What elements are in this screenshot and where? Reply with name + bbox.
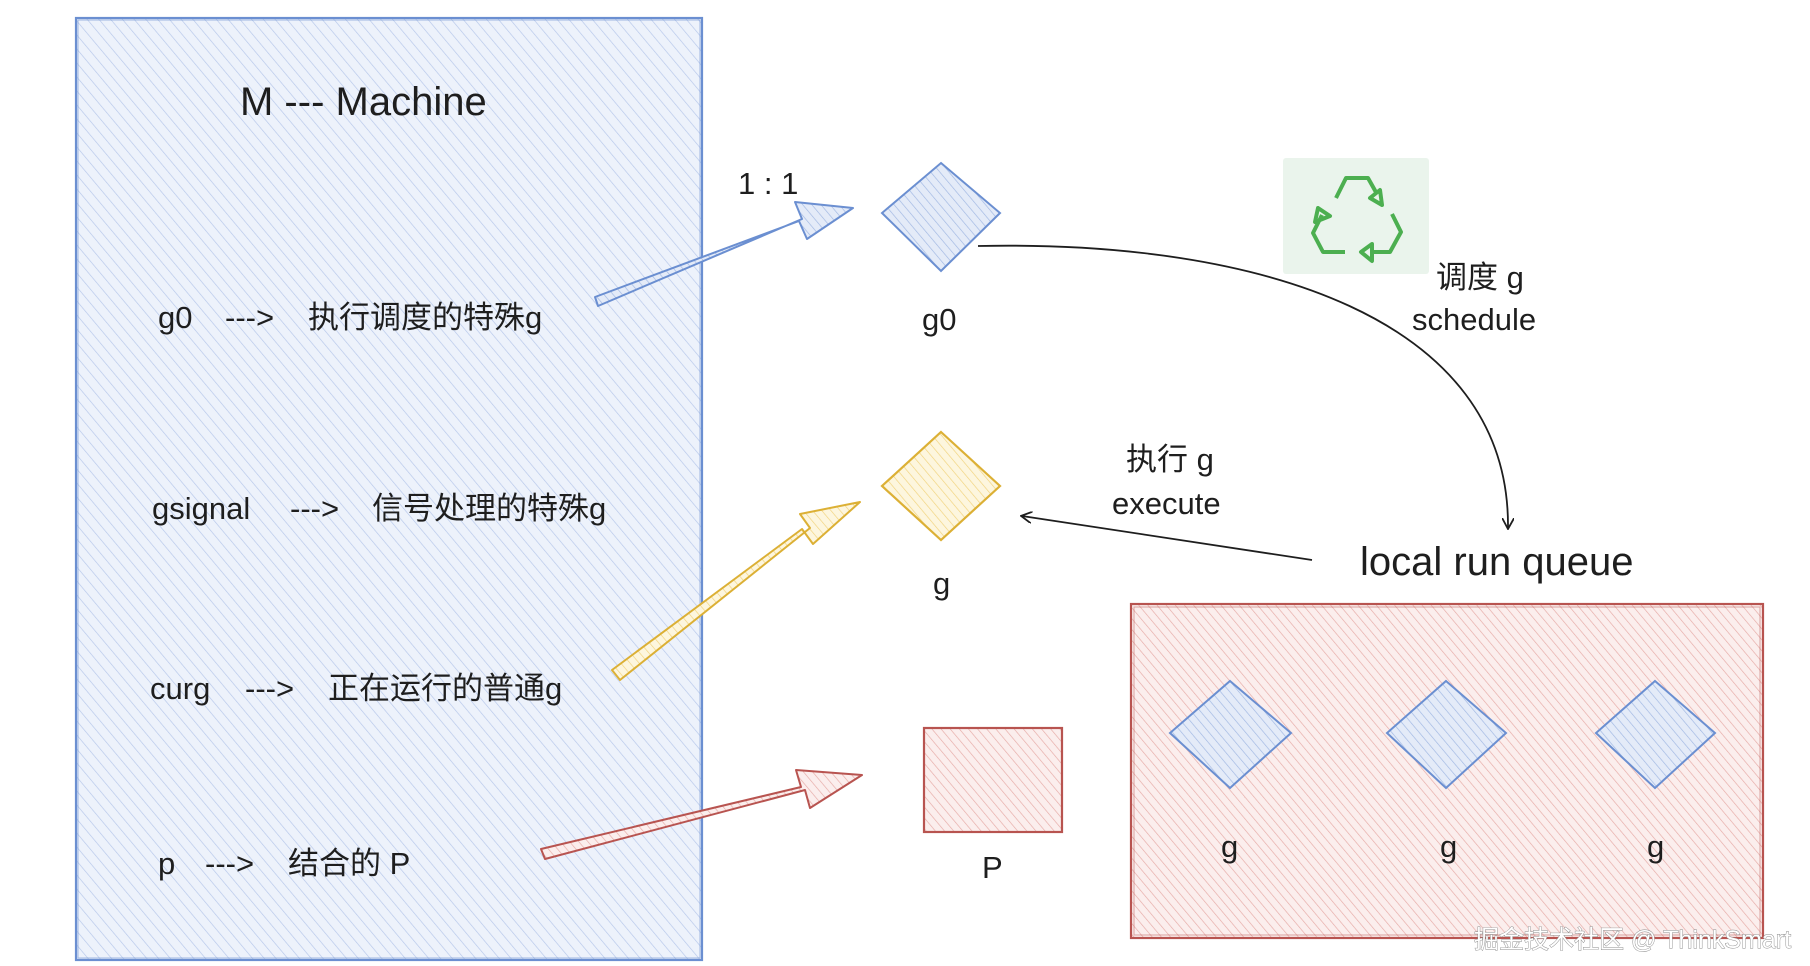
schedule-zh-label: 调度 g xyxy=(1436,260,1524,295)
queue-g-diamond xyxy=(1594,679,1717,790)
g0-label: g0 xyxy=(922,302,956,337)
p-label: P xyxy=(982,850,1003,885)
p-square xyxy=(922,726,1064,834)
queue-g-label: g xyxy=(1221,829,1238,864)
queue-g-diamond xyxy=(1385,679,1508,790)
arrow-g0-to-g0 xyxy=(594,201,854,307)
field-g0: g0 ---> 执行调度的特殊g xyxy=(158,300,542,335)
field-p-arrow: ---> xyxy=(205,846,254,881)
queue-title: local run queue xyxy=(1360,540,1634,584)
field-gsignal-name: gsignal xyxy=(152,491,250,526)
field-curg-desc: 正在运行的普通g xyxy=(328,671,562,706)
field-gsignal-arrow: ---> xyxy=(290,491,339,526)
ratio-label: 1 : 1 xyxy=(738,166,798,201)
g-label: g xyxy=(933,566,950,601)
schedule-arrow xyxy=(977,244,1508,528)
execute-zh-label: 执行 g xyxy=(1126,442,1214,477)
m-machine-box xyxy=(74,16,704,962)
queue-g-diamond xyxy=(1168,679,1293,790)
queue-g-label: g xyxy=(1440,829,1457,864)
execute-en-label: execute xyxy=(1112,486,1221,521)
field-curg: curg ---> 正在运行的普通g xyxy=(150,671,562,706)
m-machine-title: M --- Machine xyxy=(240,80,487,124)
watermark: 掘金技术社区 @ ThinkSmart xyxy=(1474,926,1791,954)
field-p: p ---> 结合的 P xyxy=(158,846,410,881)
arrow-p-to-p xyxy=(540,769,863,860)
field-curg-name: curg xyxy=(150,671,210,706)
field-gsignal-desc: 信号处理的特殊g xyxy=(372,491,606,526)
recycle-icon xyxy=(1283,158,1429,274)
field-p-desc: 结合的 P xyxy=(288,846,410,881)
field-g0-name: g0 xyxy=(158,300,192,335)
execute-arrow xyxy=(1022,516,1313,561)
field-g0-arrow: ---> xyxy=(225,300,274,335)
schedule-en-label: schedule xyxy=(1412,302,1536,337)
g-diamond xyxy=(880,430,1002,542)
queue-g-label: g xyxy=(1647,829,1664,864)
field-curg-arrow: ---> xyxy=(245,671,294,706)
field-p-name: p xyxy=(158,846,175,881)
arrow-curg-to-g xyxy=(611,501,861,681)
field-gsignal: gsignal ---> 信号处理的特殊g xyxy=(152,491,606,526)
field-g0-desc: 执行调度的特殊g xyxy=(308,300,542,335)
g0-diamond xyxy=(880,161,1002,273)
